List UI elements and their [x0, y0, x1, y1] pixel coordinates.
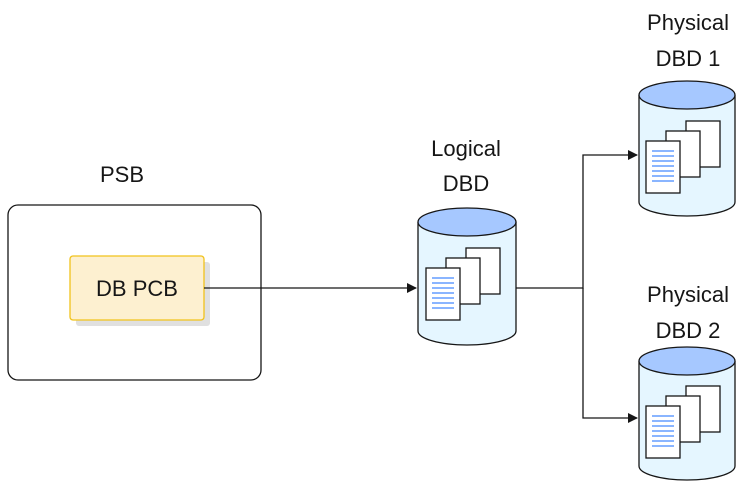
physical-dbd-2-documents-icon: [645, 385, 721, 459]
logical-dbd-label-line1: Logical: [431, 136, 501, 161]
physical-dbd-1-label-line1: Physical: [647, 10, 729, 35]
logical-dbd-documents-icon: [425, 247, 501, 321]
physical-dbd-2-label-line2: DBD 2: [656, 318, 721, 343]
db-pcb-label: DB PCB: [96, 276, 178, 301]
physical-dbd-1-documents-icon: [645, 120, 721, 194]
physical-dbd-1-database-icon: [638, 80, 736, 217]
logical-to-physical-2-connector: [582, 288, 638, 423]
physical-dbd-1-label-line2: DBD 1: [656, 46, 721, 71]
physical-dbd-2-database-icon: [638, 346, 736, 481]
physical-dbd-2-label-line1: Physical: [647, 282, 729, 307]
logical-dbd-database-icon: [417, 207, 517, 346]
logical-to-physical-1-connector: [516, 150, 638, 289]
logical-dbd-label-line2: DBD: [443, 171, 489, 196]
psb-label: PSB: [100, 162, 144, 187]
